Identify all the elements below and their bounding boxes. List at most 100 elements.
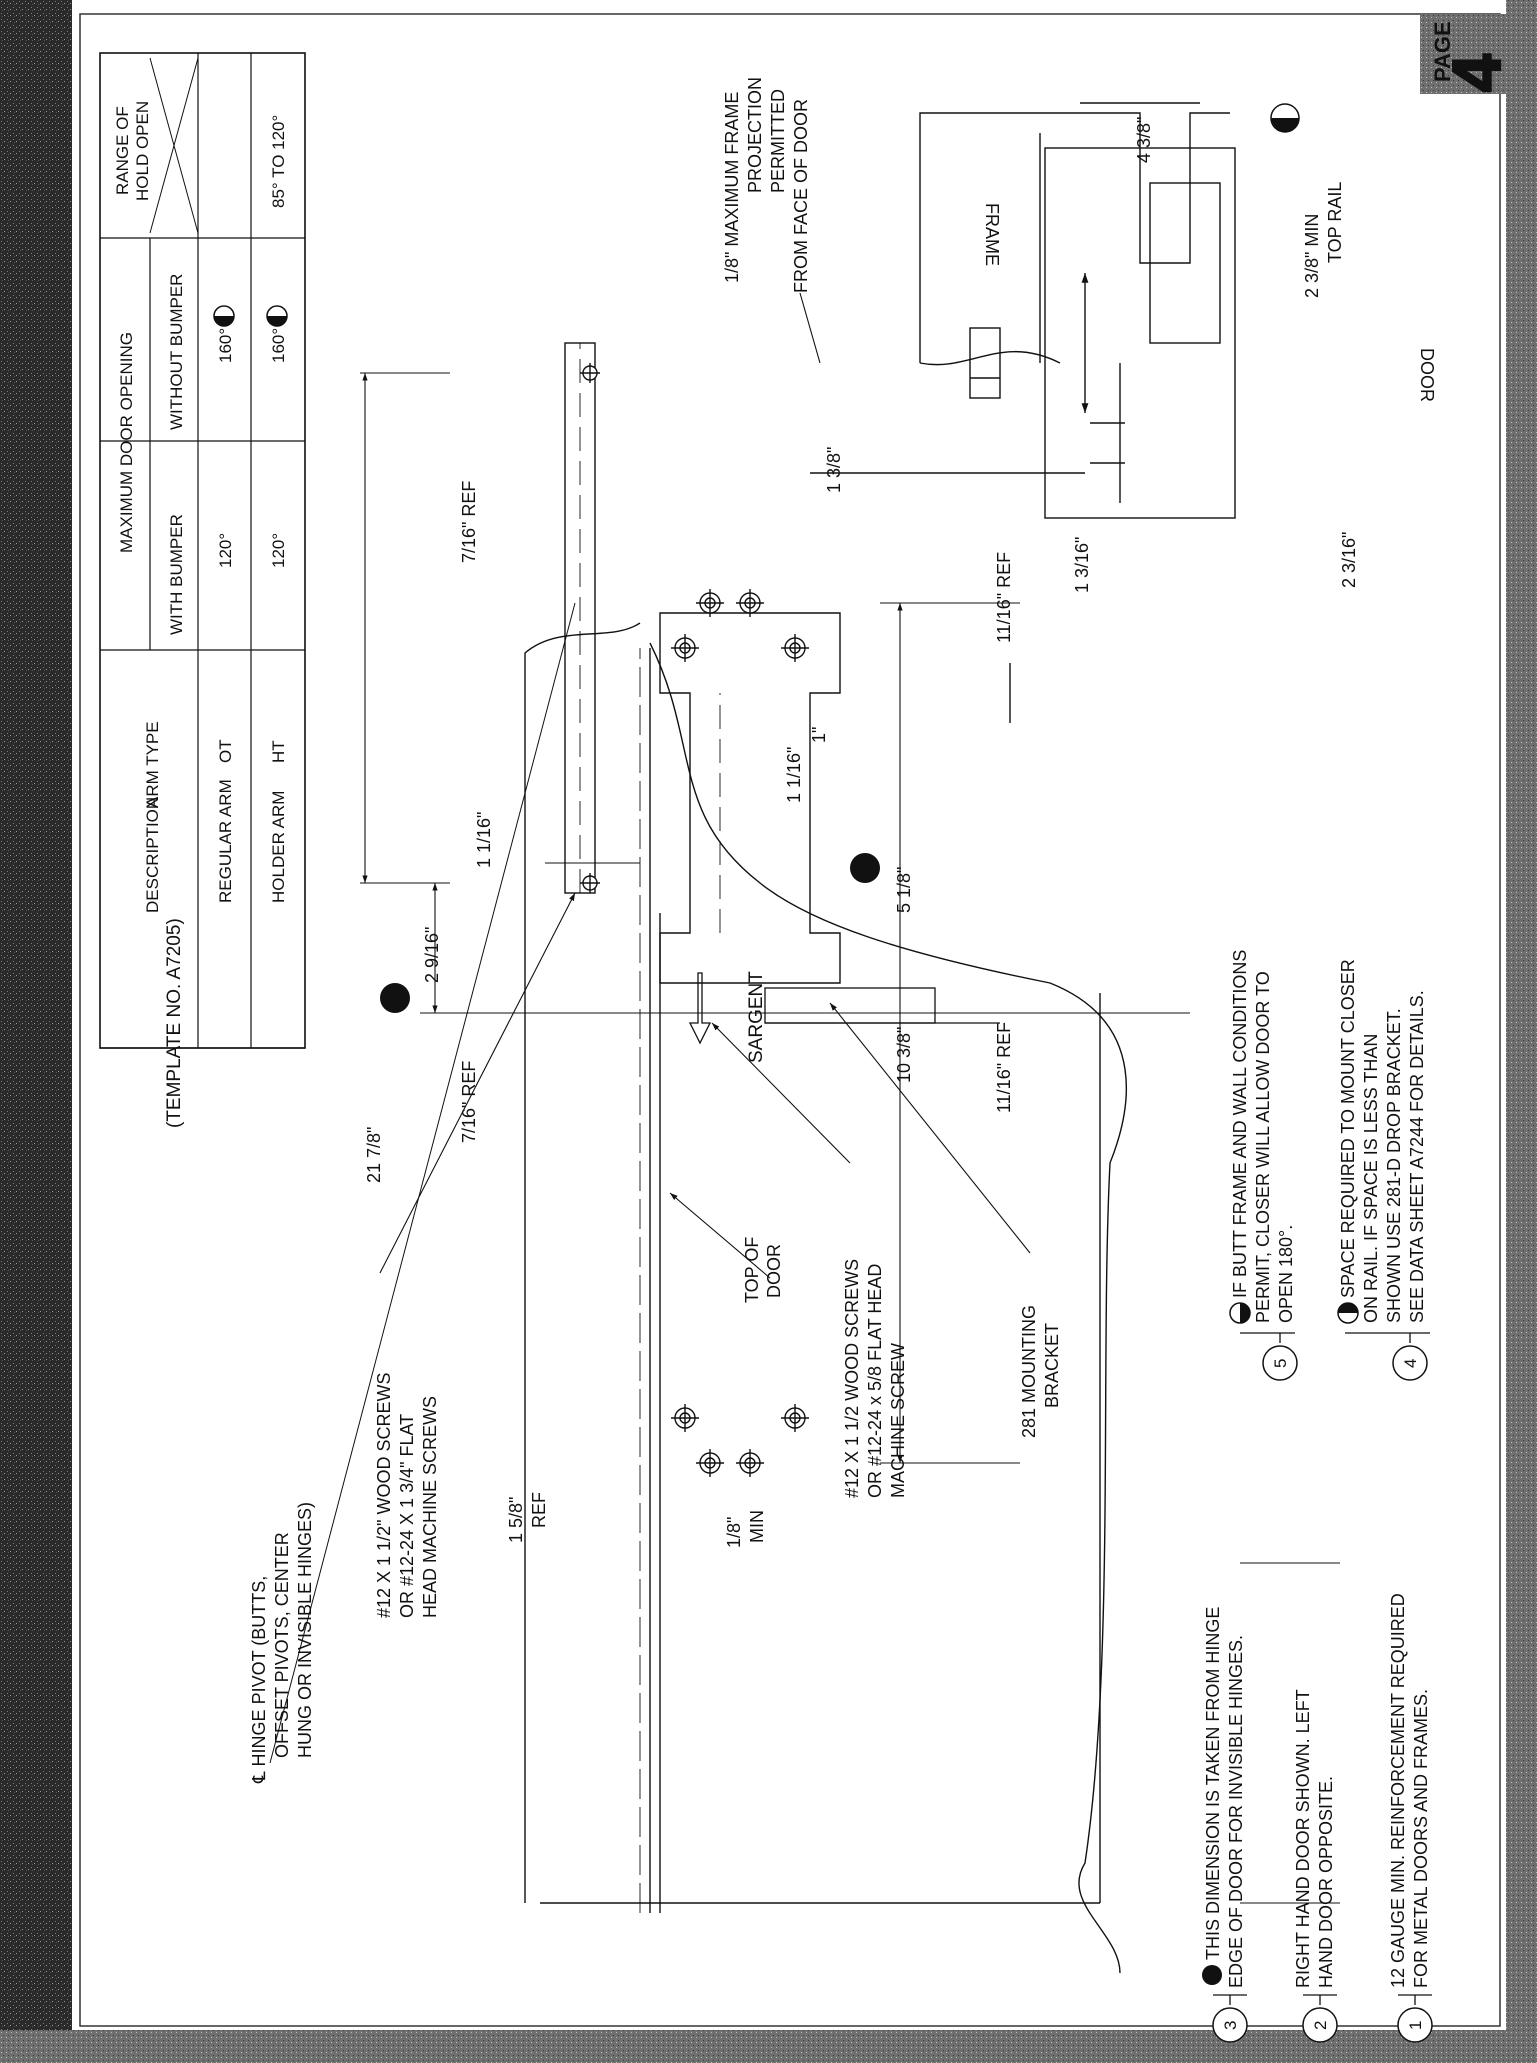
table-header-range-1: RANGE OF (113, 106, 132, 195)
scan-edge-left (0, 0, 72, 2063)
template-number: (TEMPLATE NO. A7205) (164, 918, 185, 1128)
table-header-with-bumper: WITH BUMPER (167, 514, 186, 635)
note: 2 RIGHT HAND DOOR SHOWN. LEFT HAND DOOR … (1293, 1689, 1338, 2043)
screws-frame-3: HEAD MACHINE SCREWS (420, 1396, 440, 1618)
note-line: SHOWN USE 281-D DROP BRACKET. (1384, 1008, 1404, 1323)
note-number: 2 (1311, 2021, 1330, 2030)
screw-icon (671, 1404, 699, 1432)
ref-dot-icon (380, 983, 410, 1013)
dimension-lines (360, 372, 1340, 1904)
dim-21-7-8: 21 7/8" (364, 1127, 384, 1183)
screw-icon (696, 1449, 724, 1477)
half-circle-white-icon (266, 305, 288, 327)
screw-icon (696, 589, 724, 617)
scan-edge-bottom (0, 2030, 1537, 2063)
note: 4 SPACE REQUIRED TO MOUNT CLOSER ON RAIL… (1337, 959, 1430, 1381)
screws-door-1: #12 X 1 1/2 WOOD SCREWS (842, 1259, 862, 1498)
mounting-bracket-2: BRACKET (1042, 1323, 1062, 1408)
screws-door-leader (711, 1022, 851, 1164)
note: 3 THIS DIMENSION IS TAKEN FROM HINGE EDG… (1202, 1607, 1248, 2043)
dim-10-3-8: 10 3/8" (894, 1027, 914, 1083)
arm-type-table (99, 52, 306, 1049)
screws-frame-2: OR #12-24 X 1 3/4" FLAT (397, 1414, 417, 1618)
top-of-door-2: DOOR (764, 1244, 784, 1298)
page-number-tab: PAGE 4 (1420, 14, 1516, 94)
row-description: HOLDER ARM (269, 791, 288, 903)
note-line: EDGE OF DOOR FOR INVISIBLE HINGES. (1226, 1635, 1246, 1988)
row-arm-type: HT (269, 740, 288, 763)
screws-door-3: MACHINE SCREW (888, 1343, 908, 1498)
half-circle-dark-icon (1337, 1302, 1359, 1324)
screws-frame-leader (379, 892, 576, 1274)
dim-1-3-8: 1 3/8" (824, 447, 844, 493)
page-border (79, 13, 1501, 2027)
dim-11-16-ref-a: 11/16" REF (994, 1022, 1014, 1113)
frame-projection-2: PROJECTION (745, 77, 765, 193)
note: 1 12 GAUGE MIN. REINFORCEMENT REQUIRED F… (1388, 1593, 1433, 2043)
hinge-pivot-1: ℄ HINGE PIVOT (BUTTS, (249, 1576, 269, 1784)
plan-view (524, 342, 1127, 1974)
screw-icon (736, 1449, 764, 1477)
screw-icon (736, 589, 764, 617)
note-line: 12 GAUGE MIN. REINFORCEMENT REQUIRED (1388, 1593, 1408, 1988)
table-header-description: DESCRIPTION (143, 797, 162, 913)
dim-1-5-8-ref-2: REF (529, 1492, 549, 1528)
screw-holes (580, 363, 809, 1477)
note-line: SEE DATA SHEET A7244 FOR DETAILS. (1407, 990, 1427, 1323)
screw-icon (781, 1404, 809, 1432)
screw-icon (671, 634, 699, 662)
min-top-rail-1: 2 3/8" MIN (1302, 214, 1322, 298)
table-header-arm-type: ARM TYPE (143, 721, 162, 808)
note: 5 IF BUTT FRAME AND WALL CONDITIONS PERM… (1229, 950, 1298, 1381)
screws-frame-1: #12 X 1 1/2" WOOD SCREWS (374, 1373, 394, 1618)
dim-2-9-16: 2 9/16" (422, 927, 442, 983)
dim-5-1-8: 5 1/8" (894, 867, 914, 913)
dim-1-8-min-1: 1/8" (724, 1517, 744, 1548)
row-description: REGULAR ARM (216, 779, 235, 903)
frame-projection-leader (799, 292, 821, 364)
note-number: 4 (1401, 1359, 1420, 1368)
row-arm-type: OT (216, 739, 235, 763)
scan-edge-right (1506, 0, 1537, 2063)
notes: 1 12 GAUGE MIN. REINFORCEMENT REQUIRED F… (1202, 950, 1433, 2043)
dim-1-1-16-a: 1 1/16" (474, 812, 494, 868)
row-with-bumper: 120° (216, 533, 235, 568)
frame-projection-3: PERMITTED (768, 89, 788, 193)
note-line: FOR METAL DOORS AND FRAMES. (1411, 1689, 1431, 1988)
dim-1-3-16: 1 3/16" (1072, 537, 1092, 593)
dim-7-16-ref-a: 7/16" REF (459, 1061, 479, 1143)
note-number: 5 (1271, 1359, 1290, 1368)
ref-dot-icon (850, 853, 880, 883)
hinge-pivot-2: OFFSET PIVOTS, CENTER (272, 1532, 292, 1758)
note-line: THIS DIMENSION IS TAKEN FROM HINGE (1203, 1607, 1223, 1960)
mounting-bracket-leader (829, 1002, 1031, 1254)
door-label: DOOR (1417, 348, 1437, 402)
top-of-door-1: TOP OF (742, 1237, 762, 1303)
hinge (764, 987, 1000, 1024)
screw-icon (580, 873, 600, 893)
brand-label: SARGENT (746, 971, 767, 1063)
dim-1-5-8-ref-1: 1 5/8" (506, 1497, 526, 1543)
rotated-drawing: (TEMPLATE NO. A7205) DESCRIPTION ARM TYP… (99, 52, 1437, 2043)
row-with-bumper: 120° (269, 533, 288, 568)
top-of-door-leader (669, 1192, 771, 1279)
row-without-bumper: 160° (269, 328, 288, 363)
note-line: RIGHT HAND DOOR SHOWN. LEFT (1293, 1689, 1313, 1988)
screw-icon (781, 634, 809, 662)
note-line: OPEN 180°. (1276, 1225, 1296, 1323)
page-label: PAGE (1430, 21, 1455, 82)
frame-projection-1: 1/8" MAXIMUM FRAME (722, 92, 742, 283)
note-line: PERMIT, CLOSER WILL ALLOW DOOR TO (1253, 971, 1273, 1323)
table-row: REGULAR ARM OT 120° 160° (213, 305, 235, 903)
page-number: 4 (1439, 54, 1515, 92)
section-detail (810, 102, 1236, 723)
dim-1: 1" (809, 727, 829, 743)
dim-2-3-16: 2 3/16" (1339, 532, 1359, 588)
ref-dot-icon (1202, 1965, 1222, 1985)
note-line: SPACE REQUIRED TO MOUNT CLOSER (1338, 959, 1358, 1298)
note-line: ON RAIL. IF SPACE IS LESS THAN (1361, 1034, 1381, 1323)
dim-7-16-ref-b: 7/16" REF (459, 481, 479, 563)
table-header-range-2: HOLD OPEN (133, 101, 152, 201)
screw-icon (580, 363, 600, 383)
